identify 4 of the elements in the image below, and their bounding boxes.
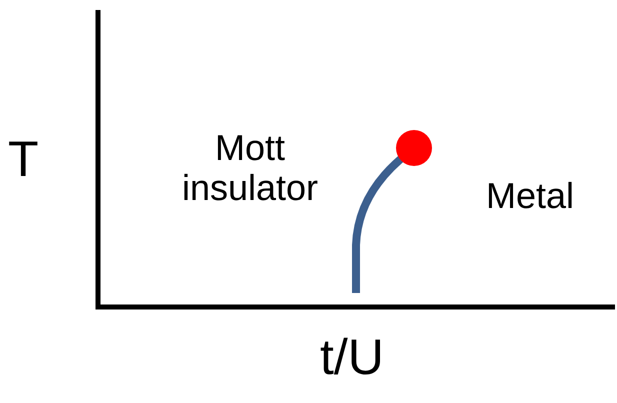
region-label: Mott insulator (180, 128, 320, 208)
region-label: Metal (484, 176, 576, 216)
axis-label: T (8, 132, 40, 187)
axis-label: t/U (320, 330, 385, 385)
